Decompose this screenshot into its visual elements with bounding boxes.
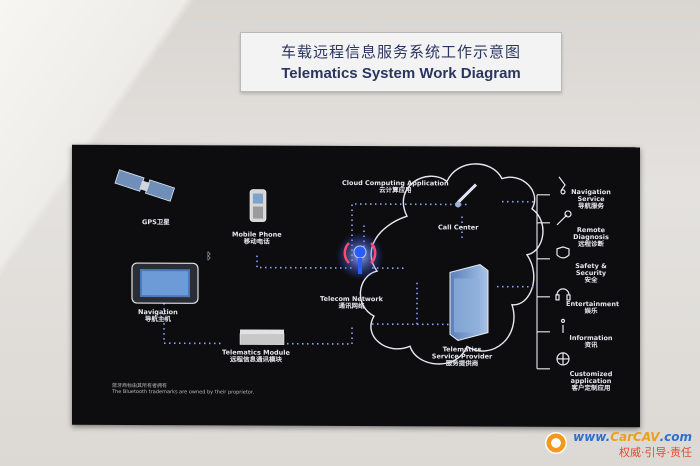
plaque-title-cn: 车载远程信息服务系统工作示意图: [280, 43, 521, 61]
bluetooth-footnote: 蓝牙商标由其所有者拥有 The Bluetooth trademarks are…: [112, 382, 255, 396]
globe-icon: [556, 352, 570, 366]
gps-satellite-icon: [114, 169, 176, 202]
server-rack-icon: [449, 263, 489, 341]
mobile-phone-icon: [249, 189, 267, 222]
watermark-site: www.CarCAV.com: [573, 430, 692, 444]
cloud-outline: [359, 163, 544, 365]
wrench-icon: [556, 210, 572, 226]
watermark-tagline: 权威·引导·责任: [619, 446, 692, 459]
call-center-label: Call Center: [438, 223, 479, 232]
headphones-icon: [555, 288, 571, 301]
watermark-logo-icon: [545, 432, 568, 454]
navigation-unit-icon: [131, 262, 199, 304]
diagram-board: ᛒ: [72, 144, 640, 428]
telecom-antenna-icon: [336, 232, 384, 281]
bluetooth-icon: ᛒ: [206, 251, 212, 262]
title-plaque: 车载远程信息服务系统工作示意图 Telematics System Work D…: [240, 32, 562, 92]
diagram-graphics: ᛒ: [114, 163, 572, 370]
shield-icon: [556, 246, 570, 259]
call-center-icon: [455, 183, 478, 208]
gps-label: GPS卫星: [142, 218, 170, 227]
compass-icon: [558, 176, 566, 195]
plaque-title-en: Telematics System Work Diagram: [281, 65, 521, 82]
service-bracket: [536, 194, 550, 370]
telematics-module-icon: [239, 329, 285, 345]
watermark: www.CarCAV.com 权威·引导·责任: [545, 430, 692, 460]
info-icon: [560, 318, 566, 333]
